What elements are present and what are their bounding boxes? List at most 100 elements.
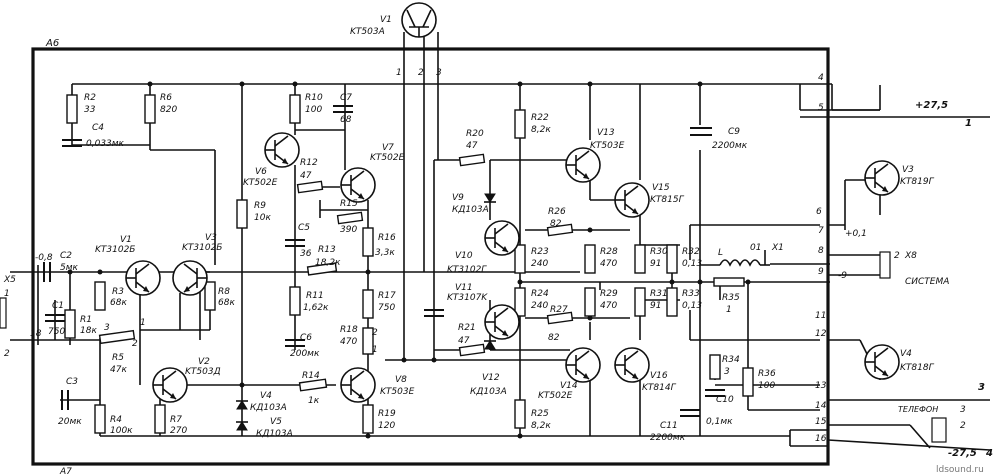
svg-text:R30: R30 <box>650 247 668 257</box>
svg-text:120: 120 <box>378 421 395 431</box>
junctions <box>67 81 751 439</box>
svg-text:2: 2 <box>418 68 424 78</box>
svg-text:750: 750 <box>48 327 65 337</box>
svg-text:5: 5 <box>818 103 824 113</box>
label-v13-type: KT503E <box>590 141 625 151</box>
svg-text:13: 13 <box>815 381 827 391</box>
svg-text:3: 3 <box>436 68 442 78</box>
svg-text:8,2к: 8,2к <box>531 421 551 431</box>
label-v16-ref: V16 <box>650 371 668 381</box>
svg-text:47: 47 <box>466 141 478 151</box>
svg-text:2: 2 <box>894 251 900 261</box>
svg-text:270: 270 <box>170 426 187 436</box>
label-v1-top-ref: V1 <box>380 15 392 25</box>
watermark: ldsound.ru <box>936 465 984 474</box>
label-v1-ref: V1 <box>120 235 132 245</box>
resistor-bodies <box>64 94 754 434</box>
svg-text:R31: R31 <box>650 289 668 299</box>
svg-text:R28: R28 <box>600 247 618 257</box>
svg-text:2: 2 <box>960 421 966 431</box>
svg-text:КД103А: КД103А <box>250 403 287 413</box>
label-v6-type: KT502E <box>243 178 278 188</box>
label-v15-ref: V15 <box>652 183 670 193</box>
svg-text:2200мк: 2200мк <box>650 433 686 443</box>
board-title: A6 <box>45 38 59 49</box>
board-bottom-label: A7 <box>59 467 72 474</box>
label-v8-ref: V8 <box>395 375 407 385</box>
label-v13-ref: V13 <box>597 128 615 138</box>
transistor-labels: V1 KT503A V1 KT3102Б V3 KT3102Б V2 KT503… <box>95 15 935 401</box>
svg-text:20мк: 20мк <box>58 417 82 427</box>
svg-text:3,3к: 3,3к <box>375 248 395 258</box>
svg-text:240: 240 <box>531 259 548 269</box>
svg-text:R18: R18 <box>340 325 358 335</box>
svg-text:1: 1 <box>396 68 402 78</box>
svg-text:15: 15 <box>815 417 827 427</box>
svg-text:68к: 68к <box>110 298 127 308</box>
svg-text:V12: V12 <box>482 373 500 383</box>
svg-text:5мк: 5мк <box>60 263 79 273</box>
svg-text:КД103А: КД103А <box>452 205 489 215</box>
capacitor-plates <box>43 105 725 417</box>
svg-text:8,2к: 8,2к <box>531 125 551 135</box>
svg-text:470: 470 <box>340 337 357 347</box>
inductor-label: L <box>718 248 723 258</box>
svg-text:0,033мк: 0,033мк <box>86 139 125 149</box>
svg-text:12: 12 <box>815 329 827 339</box>
svg-text:100к: 100к <box>110 426 133 436</box>
svg-text:R34: R34 <box>722 355 740 365</box>
label-v3-out-type: KT819Г <box>900 177 935 187</box>
svg-text:R29: R29 <box>600 289 618 299</box>
test-point-connector: X1 <box>771 243 784 253</box>
svg-text:C6: C6 <box>300 333 312 343</box>
label-v7-type: KT502E <box>370 153 405 163</box>
inductor-coil <box>719 259 761 267</box>
svg-text:200мк: 200мк <box>290 349 320 359</box>
misc-labels: L 01 X1 1 2 3 1 2 3 2 1 +0,1 -9 -0,8 18 <box>30 68 867 355</box>
svg-text:C11: C11 <box>660 421 678 431</box>
rail-labels: +27,5 1 -27,5 4 3 <box>915 100 993 459</box>
svg-text:82: 82 <box>548 333 560 343</box>
svg-text:R3: R3 <box>112 287 124 297</box>
board-outline <box>31 47 830 466</box>
x8-system-label: СИСТЕМА <box>905 277 949 287</box>
svg-text:C7: C7 <box>340 93 352 103</box>
svg-text:33: 33 <box>84 105 96 115</box>
negative-rail-pin: 4 <box>985 448 993 459</box>
svg-text:16: 16 <box>815 434 827 444</box>
label-v10-ref: V10 <box>455 251 473 261</box>
phone-label: ТЕЛЕФОН <box>898 405 938 414</box>
svg-text:R24: R24 <box>531 289 549 299</box>
svg-text:R9: R9 <box>254 201 266 211</box>
svg-text:18,2к: 18,2к <box>315 258 341 268</box>
svg-text:4: 4 <box>818 73 824 83</box>
positive-rail-label: +27,5 <box>915 100 948 111</box>
svg-text:91: 91 <box>650 301 661 311</box>
svg-text:R26: R26 <box>548 207 566 217</box>
svg-text:C9: C9 <box>728 127 740 137</box>
label-v4-out-ref: V4 <box>900 349 912 359</box>
svg-text:1: 1 <box>4 289 10 299</box>
label-v7-ref: V7 <box>382 143 394 153</box>
label-v3-out-ref: V3 <box>902 165 914 175</box>
svg-text:100: 100 <box>758 381 775 391</box>
svg-text:V4: V4 <box>260 391 272 401</box>
svg-text:V5: V5 <box>270 417 282 427</box>
svg-text:18к: 18к <box>80 326 97 336</box>
svg-text:2: 2 <box>372 328 378 338</box>
label-v11-ref: V11 <box>455 283 473 293</box>
svg-text:R22: R22 <box>531 113 549 123</box>
svg-text:R36: R36 <box>758 369 776 379</box>
negative-rail-pin-2: 3 <box>978 382 985 393</box>
label-v2-ref: V2 <box>198 357 210 367</box>
svg-text:R16: R16 <box>378 233 396 243</box>
svg-text:3: 3 <box>104 323 110 333</box>
svg-text:R15: R15 <box>340 199 358 209</box>
svg-text:470: 470 <box>600 301 617 311</box>
svg-text:КД103А: КД103А <box>470 387 507 397</box>
svg-text:390: 390 <box>340 225 357 235</box>
svg-text:C1: C1 <box>52 301 64 311</box>
svg-text:1к: 1к <box>308 396 320 406</box>
